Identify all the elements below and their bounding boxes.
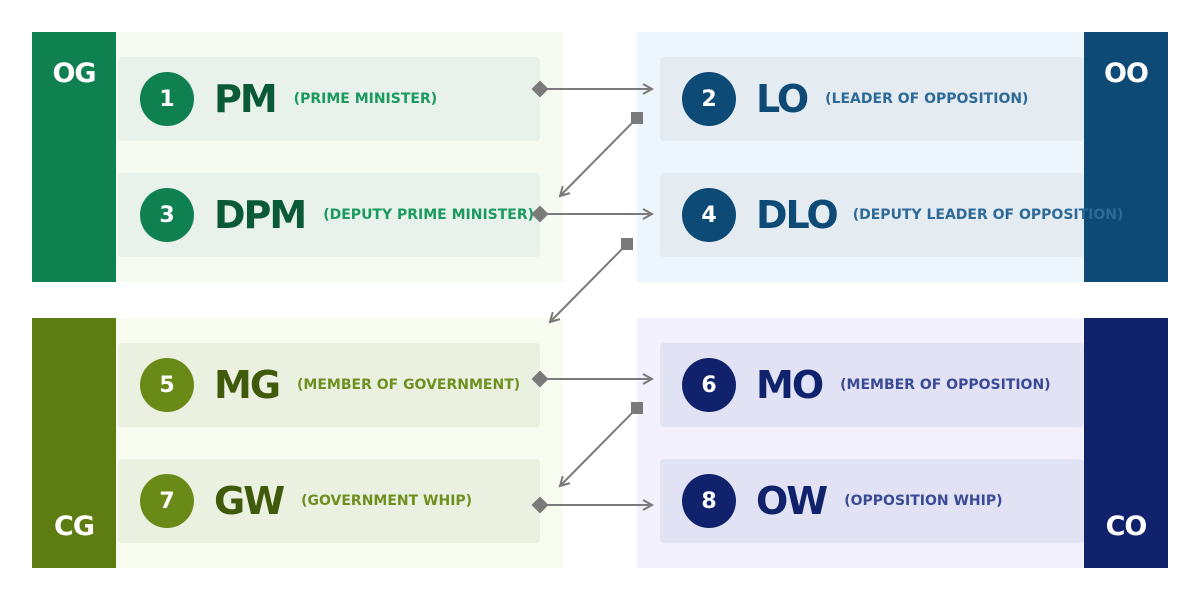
speaker-role-mg: (MEMBER OF GOVERNMENT)	[297, 377, 521, 393]
speaker-number-7: 7	[140, 474, 194, 528]
speaker-role-lo: (LEADER OF OPPOSITION)	[825, 91, 1029, 107]
speaker-role-ow: (OPPOSITION WHIP)	[844, 493, 1003, 509]
speaker-number-8: 8	[682, 474, 736, 528]
arrow-tail-1	[531, 80, 549, 98]
speaker-abbr-ow: OW	[756, 479, 828, 523]
team-oo-text: OO	[1104, 58, 1149, 89]
arrow-tail-4	[621, 238, 633, 250]
speaker-role-gw: (GOVERNMENT WHIP)	[301, 493, 473, 509]
arrow-tail-3	[531, 205, 549, 223]
speaker-number-5: 5	[140, 358, 194, 412]
arrow-tail-2	[631, 112, 643, 124]
speaker-card-lo: 2 LO (LEADER OF OPPOSITION)	[660, 57, 1084, 141]
speaker-abbr-dpm: DPM	[214, 193, 307, 237]
arrow-6-to-7	[560, 407, 638, 486]
speaker-card-ow: 8 OW (OPPOSITION WHIP)	[660, 459, 1084, 543]
arrow-4-to-5	[550, 243, 628, 322]
team-label-cg: CG	[32, 318, 116, 568]
speaker-card-pm: 1 PM (PRIME MINISTER)	[118, 57, 540, 141]
speaker-abbr-pm: PM	[214, 77, 278, 121]
arrow-tail-5	[531, 370, 549, 388]
team-label-oo: OO	[1084, 32, 1168, 282]
speaker-card-dpm: 3 DPM (DEPUTY PRIME MINISTER)	[118, 173, 540, 257]
speaker-role-dpm: (DEPUTY PRIME MINISTER)	[323, 207, 535, 223]
speaker-number-3: 3	[140, 188, 194, 242]
arrow-tail-7	[531, 496, 549, 514]
speaker-abbr-lo: LO	[756, 77, 809, 121]
team-co-text: CO	[1105, 511, 1148, 542]
speaker-card-mg: 5 MG (MEMBER OF GOVERNMENT)	[118, 343, 540, 427]
team-cg-text: CG	[54, 511, 95, 542]
speaker-card-dlo: 4 DLO (DEPUTY LEADER OF OPPOSITION)	[660, 173, 1123, 257]
speaker-card-mo: 6 MO (MEMBER OF OPPOSITION)	[660, 343, 1084, 427]
speaker-number-4: 4	[682, 188, 736, 242]
arrow-tail-6	[631, 402, 643, 414]
arrow-2-to-3	[560, 117, 638, 196]
speaker-role-pm: (PRIME MINISTER)	[293, 91, 438, 107]
speaker-role-mo: (MEMBER OF OPPOSITION)	[840, 377, 1051, 393]
team-label-og: OG	[32, 32, 116, 282]
speaker-abbr-mg: MG	[214, 363, 281, 407]
speaker-number-2: 2	[682, 72, 736, 126]
team-label-co: CO	[1084, 318, 1168, 568]
team-og-text: OG	[52, 58, 96, 89]
speaker-abbr-mo: MO	[756, 363, 824, 407]
speaker-number-1: 1	[140, 72, 194, 126]
speaker-abbr-dlo: DLO	[756, 193, 839, 237]
speaker-card-gw: 7 GW (GOVERNMENT WHIP)	[118, 459, 540, 543]
speaker-number-6: 6	[682, 358, 736, 412]
speaker-role-dlo: (DEPUTY LEADER OF OPPOSITION)	[852, 207, 1124, 223]
speaker-abbr-gw: GW	[214, 479, 285, 523]
